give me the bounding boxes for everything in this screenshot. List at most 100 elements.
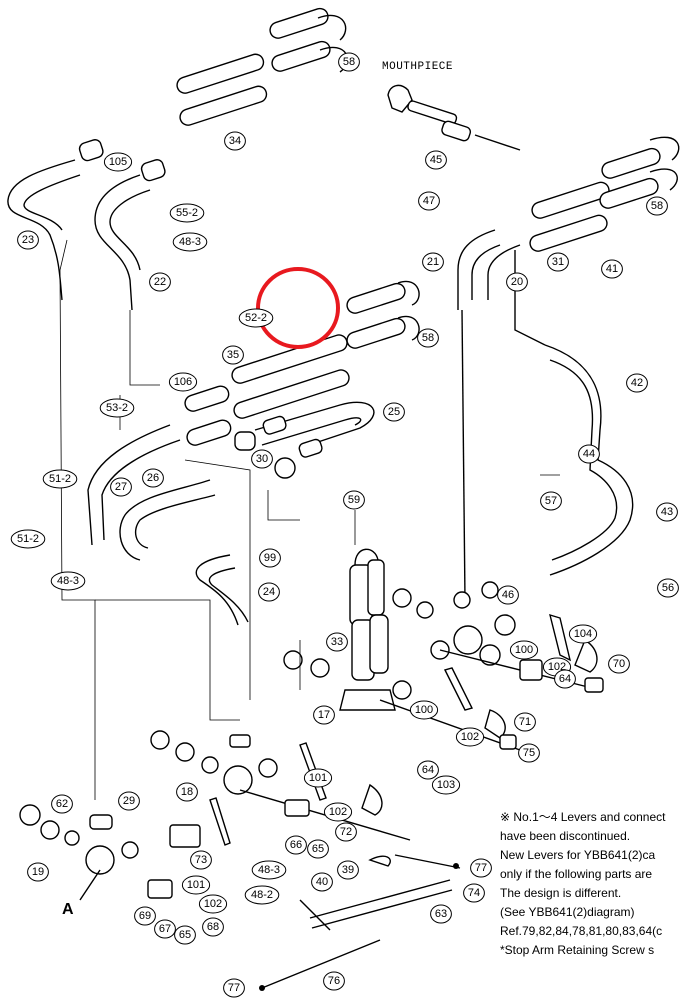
label-text: 68	[207, 921, 219, 933]
label-bubble	[470, 858, 492, 878]
part-label-100a: 100	[509, 640, 539, 660]
label-text: 26	[147, 472, 159, 484]
label-text: 42	[631, 377, 643, 389]
part-label-34: 34	[224, 131, 246, 151]
label-bubble	[509, 640, 539, 660]
label-text: 104	[574, 628, 592, 640]
label-bubble	[422, 252, 444, 272]
label-bubble	[326, 632, 348, 652]
note-line: Ref.79,82,84,78,81,80,83,64(c	[500, 924, 663, 938]
part-label-21: 21	[422, 252, 444, 272]
label-text: 73	[195, 854, 207, 866]
label-text: 51-2	[49, 473, 71, 485]
label-text: 64	[422, 764, 434, 776]
part-label-73: 73	[190, 850, 212, 870]
label-bubble	[383, 402, 405, 422]
label-bubble	[27, 862, 49, 882]
label-text: 58	[651, 200, 663, 212]
label-bubble	[608, 654, 630, 674]
label-bubble	[190, 850, 212, 870]
part-label-35: 35	[222, 345, 244, 365]
label-text: 100	[515, 644, 533, 656]
label-text: 22	[154, 276, 166, 288]
label-bubble	[172, 232, 208, 252]
part-label-48-3b: 48-3	[50, 571, 86, 591]
part-label-105: 105	[103, 152, 133, 172]
part-label-67: 67	[154, 919, 176, 939]
part-label-55-2: 55-2	[169, 203, 205, 223]
label-text: 69	[139, 910, 151, 922]
label-text: 102	[204, 898, 222, 910]
label-bubble	[418, 191, 440, 211]
label-bubble	[455, 727, 485, 747]
part-label-101a: 101	[303, 768, 333, 788]
label-text: 19	[32, 866, 44, 878]
part-label-102d: 102	[198, 894, 228, 914]
part-label-48-2: 48-2	[244, 885, 280, 905]
label-text: 103	[437, 779, 455, 791]
part-label-48-3c: 48-3	[251, 860, 287, 880]
label-text: 48-3	[179, 236, 201, 248]
note-line: New Levers for YBB641(2)ca	[500, 848, 656, 862]
label-text: 76	[328, 975, 340, 987]
label-bubble	[311, 872, 333, 892]
part-label-68: 68	[202, 917, 224, 937]
part-label-103: 103	[431, 775, 461, 795]
label-bubble	[337, 860, 359, 880]
label-bubble	[497, 585, 519, 605]
label-bubble	[118, 791, 140, 811]
label-bubble	[149, 272, 171, 292]
label-bubble	[425, 150, 447, 170]
part-label-63: 63	[430, 904, 452, 924]
label-text: 17	[318, 709, 330, 721]
part-label-69: 69	[134, 906, 156, 926]
label-bubble	[431, 775, 461, 795]
note-line: have been discontinued.	[500, 829, 631, 843]
note-line: (See YBB641(2)diagram)	[500, 905, 635, 919]
part-label-29: 29	[118, 791, 140, 811]
part-label-106: 106	[168, 372, 198, 392]
label-bubble	[430, 904, 452, 924]
label-bubble	[626, 373, 648, 393]
label-text: 65	[179, 929, 191, 941]
label-text: 101	[187, 879, 205, 891]
part-label-70: 70	[608, 654, 630, 674]
label-bubble	[110, 477, 132, 497]
part-label-59: 59	[343, 490, 365, 510]
label-bubble	[198, 894, 228, 914]
label-text: 30	[256, 453, 268, 465]
part-label-58c: 58	[417, 328, 439, 348]
label-text: 51-2	[17, 533, 39, 545]
label-text: 55-2	[176, 207, 198, 219]
note-line: ※ No.1～4 Levers and connect	[500, 810, 666, 824]
label-bubble	[657, 578, 679, 598]
label-bubble	[251, 449, 273, 469]
label-text: 24	[263, 586, 275, 598]
label-text: 29	[123, 795, 135, 807]
part-label-41: 41	[601, 259, 623, 279]
label-text: 46	[502, 589, 514, 601]
label-bubble	[176, 782, 198, 802]
part-label-53-2: 53-2	[99, 398, 135, 418]
label-bubble	[258, 582, 280, 602]
label-text: 48-3	[258, 864, 280, 876]
label-text: 77	[475, 862, 487, 874]
label-bubble	[417, 760, 439, 780]
part-label-102c: 102	[323, 802, 353, 822]
part-label-51-2b: 51-2	[10, 529, 46, 549]
part-label-57: 57	[540, 491, 562, 511]
part-label-74: 74	[463, 883, 485, 903]
part-label-62: 62	[51, 794, 73, 814]
part-label-101b: 101	[181, 875, 211, 895]
label-text: 67	[159, 923, 171, 935]
label-text: 75	[523, 747, 535, 759]
label-text: 57	[545, 495, 557, 507]
label-bubble	[10, 529, 46, 549]
part-label-64b: 64	[417, 760, 439, 780]
part-label-65a: 65	[307, 839, 329, 859]
label-text: 56	[662, 582, 674, 594]
label-bubble	[656, 502, 678, 522]
part-label-58a: 58	[338, 52, 360, 72]
label-bubble	[238, 308, 274, 328]
